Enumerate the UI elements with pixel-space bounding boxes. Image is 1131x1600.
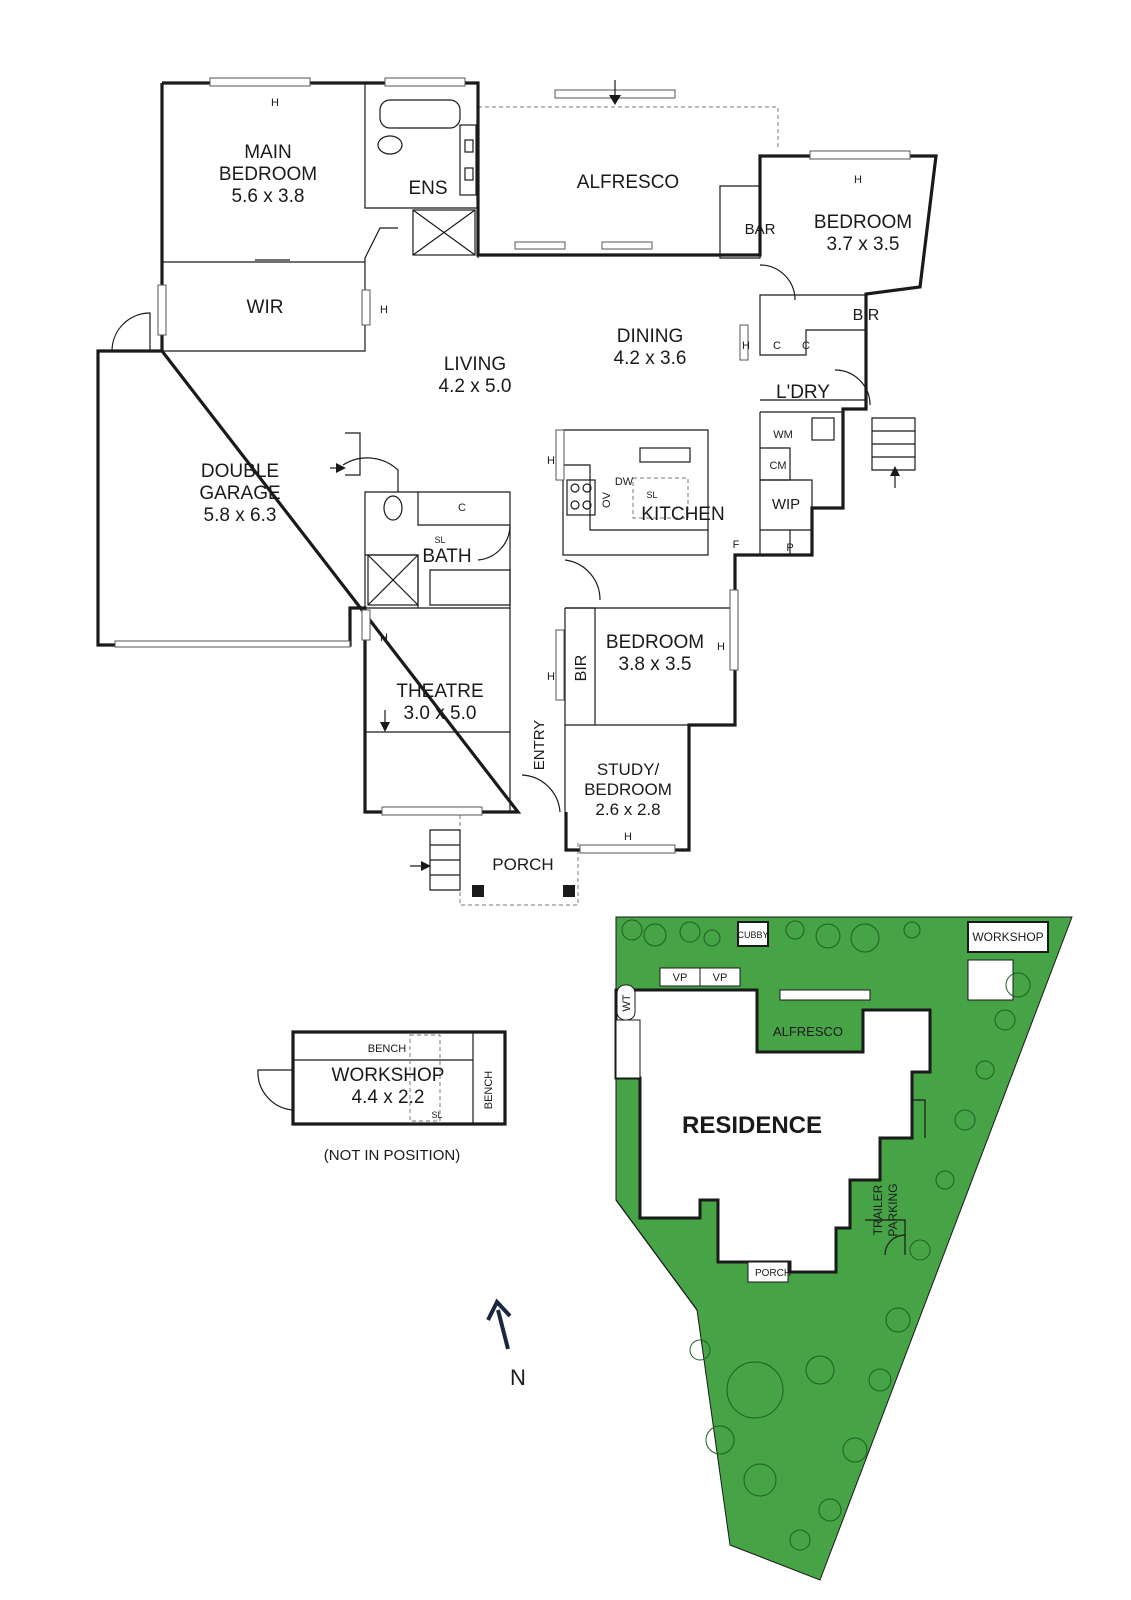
fridge: F [733, 539, 740, 551]
main-bedroom-label-2: BEDROOM [219, 164, 317, 185]
wip-label: WIP [772, 496, 800, 513]
trailer-label-1: TRAILER [871, 1184, 885, 1235]
site-alfresco-label: ALFRESCO [773, 1024, 843, 1039]
pantry: P [786, 542, 793, 554]
site-porch-label: PORCH [755, 1268, 791, 1279]
heater-theatre: H [380, 632, 388, 644]
dishwasher: DW [615, 476, 634, 488]
garage-label: DOUBLE [201, 461, 279, 482]
heater-bir: H [547, 671, 555, 683]
main-bedroom-size: 5.6 x 3.8 [232, 186, 305, 207]
north-compass: N [486, 1298, 526, 1390]
dining-label: DINING [617, 326, 684, 347]
vp-label-1: VP [673, 972, 688, 984]
entry-label: ENTRY [531, 720, 548, 771]
cupboard-bath: C [458, 502, 466, 514]
dining-size: 4.2 x 3.6 [614, 348, 687, 369]
vp-label-2: VP [713, 972, 728, 984]
laundry-label: L'DRY [776, 382, 830, 403]
wir-label: WIR [247, 297, 284, 318]
study-label: STUDY/ [597, 760, 660, 779]
theatre-label: THEATRE [396, 681, 483, 702]
living-size: 4.2 x 5.0 [439, 376, 512, 397]
garage-size: 5.8 x 6.3 [204, 505, 277, 526]
workshop-size: 4.4 x 2.2 [352, 1087, 425, 1108]
workshop-label: WORKSHOP [332, 1065, 445, 1086]
garage-label-2: GARAGE [199, 483, 280, 504]
cupboard-1: C [773, 340, 781, 352]
kitchen-label: KITCHEN [641, 504, 724, 525]
main-bedroom-label: MAIN [244, 142, 292, 163]
study-size: 2.6 x 2.8 [595, 800, 660, 819]
oven: OV [601, 491, 613, 508]
residence-footprint [614, 988, 932, 1274]
workshop-plan: BENCH WORKSHOP 4.4 x 2.2 BENCH SL (NOT I… [257, 1030, 507, 1164]
bedroom-mid-label: BEDROOM [606, 632, 704, 653]
workshop-bench-top: BENCH [368, 1043, 407, 1055]
cubby-label: CUBBY [737, 930, 768, 940]
porch-label: PORCH [492, 855, 553, 874]
site-plan: RESIDENCE CUBBY WORKSHOP VP VP WT ALFRES… [614, 916, 1073, 1581]
alfresco-label: ALFRESCO [577, 172, 679, 193]
heater-main-bedroom: H [271, 97, 279, 109]
bedroom-ne-size: 3.7 x 3.5 [827, 234, 900, 255]
heater-dining: H [742, 340, 750, 352]
heater-kitchen: H [547, 455, 555, 467]
skylight-kitchen: SL [646, 490, 657, 500]
bir-ne-label: BIR [853, 307, 880, 324]
workshop-skylight: SL [431, 1110, 442, 1120]
residence-label: RESIDENCE [682, 1112, 822, 1139]
bath-label: BATH [422, 546, 471, 567]
bir-mid-label: BIR [573, 655, 590, 682]
workshop-note: (NOT IN POSITION) [324, 1147, 460, 1164]
trailer-label-2: PARKING [886, 1183, 900, 1236]
living-label: LIVING [444, 354, 506, 375]
site-trees [621, 919, 1031, 1551]
house-floor-plan: MAIN BEDROOM 5.6 x 3.8 ENS ALFRESCO BAR … [96, 77, 938, 906]
washing-machine: WM [773, 429, 793, 441]
workshop-bench-side: BENCH [483, 1071, 495, 1110]
site-workshop-label: WORKSHOP [972, 930, 1043, 944]
water-tank-label: WT [621, 994, 633, 1011]
heater-bedroom-ne: H [854, 174, 862, 186]
study-label-2: BEDROOM [584, 780, 672, 799]
heater-living: H [380, 304, 388, 316]
north-label: N [510, 1365, 526, 1390]
bedroom-mid-size: 3.8 x 3.5 [619, 654, 692, 675]
heater-study: H [624, 831, 632, 843]
bedroom-ne-label: BEDROOM [814, 212, 912, 233]
theatre-size: 3.0 x 5.0 [404, 703, 477, 724]
heater-bedroom-mid: H [717, 641, 725, 653]
cabinet-cm: CM [769, 460, 786, 472]
ensuite-label: ENS [408, 178, 447, 199]
skylight-bath: SL [434, 535, 445, 545]
cupboard-2: C [802, 340, 810, 352]
bar-label: BAR [745, 221, 776, 238]
